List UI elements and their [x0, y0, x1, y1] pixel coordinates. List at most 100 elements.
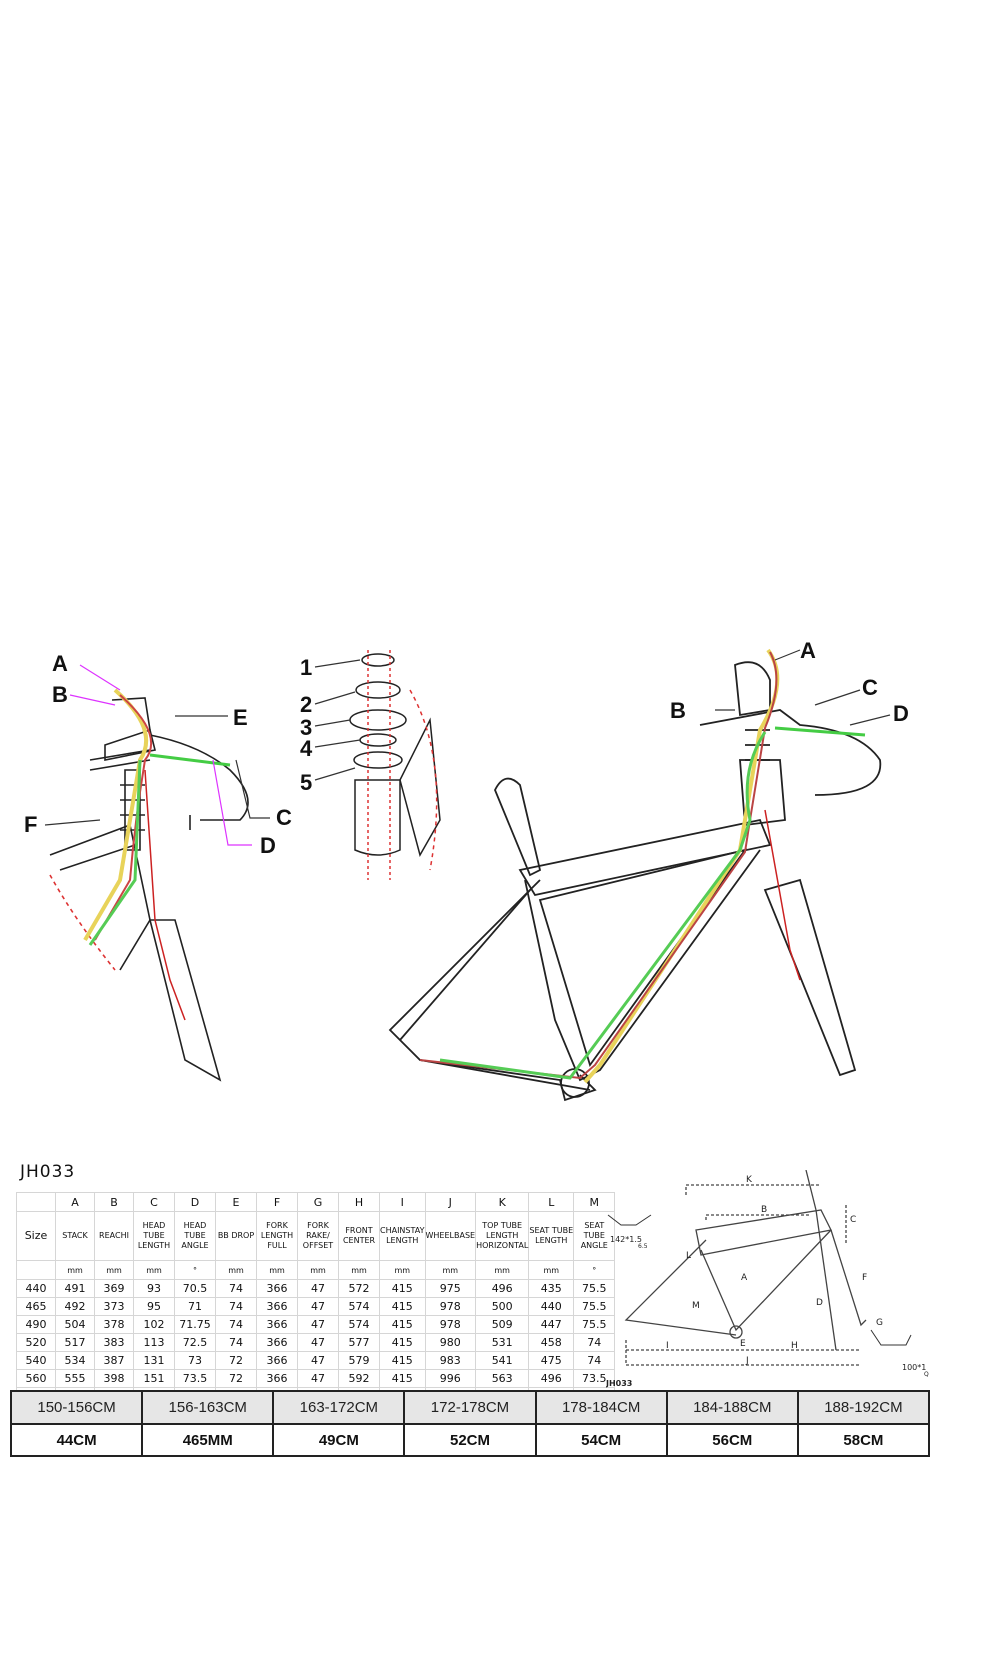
geometry-cell: 531 — [475, 1333, 530, 1352]
geometry-cell: 366 — [256, 1369, 298, 1388]
geometry-cell: 47 — [297, 1279, 339, 1298]
geometry-cell: 383 — [94, 1333, 134, 1352]
geometry-cell: 93 — [133, 1279, 175, 1298]
row-size: 440 — [16, 1279, 56, 1298]
geometry-cell: 378 — [94, 1315, 134, 1334]
mini-label-d: D — [816, 1298, 823, 1308]
geometry-cell: 73 — [174, 1351, 216, 1370]
geometry-letter: G — [297, 1192, 339, 1212]
frame-size-cell: 56CM — [665, 1423, 799, 1457]
mini-label-f: F — [862, 1273, 867, 1283]
geometry-cell: 366 — [256, 1279, 298, 1298]
geometry-cell: 517 — [55, 1333, 95, 1352]
geometry-cell: 572 — [338, 1279, 380, 1298]
geometry-cell: 47 — [297, 1369, 339, 1388]
geometry-column-name: CHAINSTAY LENGTH — [379, 1211, 426, 1261]
geometry-cell: 435 — [528, 1279, 575, 1298]
headset-label-2: 2 — [300, 692, 312, 717]
geometry-cell: 509 — [475, 1315, 530, 1334]
geometry-cell: 475 — [528, 1351, 575, 1370]
geometry-cell: 415 — [379, 1369, 426, 1388]
geometry-diagram: K B C A F L M D E G H I J 142*1.5 6.5 10… — [606, 1170, 929, 1388]
geometry-column-name: WHEELBASE — [424, 1211, 477, 1261]
geometry-unit: ° — [174, 1260, 216, 1280]
mini-label-l: L — [686, 1251, 691, 1261]
mini-label-m: M — [692, 1301, 700, 1311]
mini-label-b: B — [761, 1205, 767, 1215]
geometry-cell: 996 — [424, 1369, 477, 1388]
geometry-unit: mm — [338, 1260, 380, 1280]
geometry-column-name: FORK LENGTH FULL — [256, 1211, 298, 1261]
geometry-cell: 492 — [55, 1297, 95, 1316]
geometry-letter: A — [55, 1192, 95, 1212]
geometry-cell: 574 — [338, 1315, 380, 1334]
rider-height-cell: 178-184CM — [534, 1390, 668, 1425]
row-size: 490 — [16, 1315, 56, 1334]
row-size: 540 — [16, 1351, 56, 1370]
geometry-column-name: FRONT CENTER — [338, 1211, 380, 1261]
geometry-cell: 458 — [528, 1333, 575, 1352]
geometry-column-name: REACHI — [94, 1211, 134, 1261]
geometry-corner — [16, 1192, 56, 1212]
geometry-cell: 113 — [133, 1333, 175, 1352]
row-size: 465 — [16, 1297, 56, 1316]
geometry-column-name: HEAD TUBE LENGTH — [133, 1211, 175, 1261]
geometry-cell: 72 — [215, 1369, 257, 1388]
label-c-right: C — [862, 675, 878, 700]
geometry-cell: 440 — [528, 1297, 575, 1316]
geometry-letter: F — [256, 1192, 298, 1212]
rear-dropout-spec: 142*1.5 — [610, 1235, 642, 1244]
geometry-cell: 975 — [424, 1279, 477, 1298]
geometry-letter: D — [174, 1192, 216, 1212]
geometry-column-name: HEAD TUBE ANGLE — [174, 1211, 216, 1261]
geometry-cell: 366 — [256, 1297, 298, 1316]
geometry-unit: mm — [256, 1260, 298, 1280]
geometry-cell: 95 — [133, 1297, 175, 1316]
geometry-cell: 73.5 — [174, 1369, 216, 1388]
mini-label-h: H — [791, 1341, 798, 1351]
geometry-cell: 415 — [379, 1279, 426, 1298]
geometry-letter: H — [338, 1192, 380, 1212]
geometry-cell: 47 — [297, 1351, 339, 1370]
rider-height-cell: 188-192CM — [796, 1390, 931, 1425]
geometry-cell: 978 — [424, 1297, 477, 1316]
frame-size-cell: 52CM — [403, 1423, 537, 1457]
geometry-cell: 415 — [379, 1333, 426, 1352]
label-c-left: C — [276, 805, 292, 830]
geometry-letter: J — [424, 1192, 477, 1212]
headset-stack-detail — [349, 650, 441, 880]
geometry-cell: 47 — [297, 1315, 339, 1334]
mini-label-i: I — [666, 1341, 669, 1351]
geometry-cell: 496 — [475, 1279, 530, 1298]
frame-assembly — [388, 661, 882, 1102]
geometry-cell: 415 — [379, 1297, 426, 1316]
geometry-cell: 47 — [297, 1297, 339, 1316]
headset-label-4: 4 — [300, 736, 313, 761]
row-size: 560 — [16, 1369, 56, 1388]
geometry-letter: E — [215, 1192, 257, 1212]
geometry-cell: 496 — [528, 1369, 575, 1388]
geometry-cell: 491 — [55, 1279, 95, 1298]
label-b-right: B — [670, 698, 686, 723]
frame-size-cell: 465MM — [141, 1423, 275, 1457]
rider-height-cell: 172-178CM — [403, 1390, 537, 1425]
geometry-cell: 74 — [215, 1333, 257, 1352]
label-a-left: A — [52, 651, 68, 676]
geometry-letter: C — [133, 1192, 175, 1212]
geometry-unit: mm — [94, 1260, 134, 1280]
front-dropout-spec: 100*1 — [902, 1363, 926, 1372]
geometry-unit: mm — [133, 1260, 175, 1280]
mini-label-k: K — [746, 1175, 753, 1185]
geometry-cell: 366 — [256, 1351, 298, 1370]
geometry-cell: 574 — [338, 1297, 380, 1316]
